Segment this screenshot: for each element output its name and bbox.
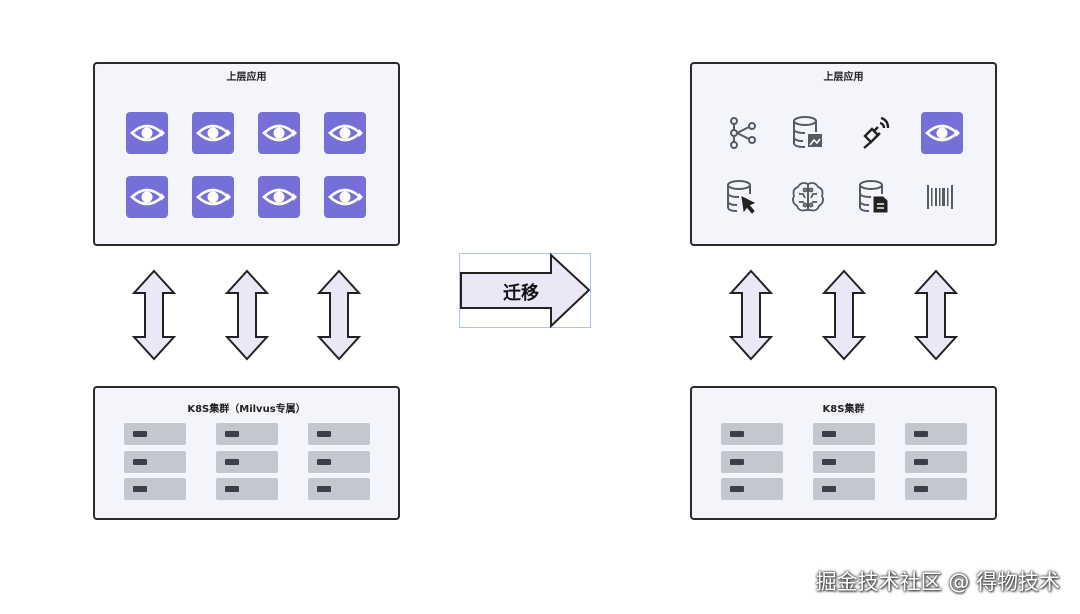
migration-label: 迁移 (503, 283, 539, 304)
left-bottom-panel-title: K8S集群（Milvus专属） (187, 404, 306, 415)
eye-icon (192, 176, 234, 218)
server-icon (308, 451, 370, 473)
eye-icon (258, 176, 300, 218)
watermark: 掘金技术社区 @ 得物技术 (815, 570, 1060, 594)
server-icon (124, 478, 186, 500)
server-icon (124, 423, 186, 445)
right-top-panel-title: 上层应用 (823, 72, 864, 83)
eye-icon (126, 176, 168, 218)
eye-icon (324, 112, 366, 154)
server-icon (721, 478, 783, 500)
right-top-panel: 上层应用 (690, 62, 997, 246)
left-top-panel-title: 上层应用 (226, 72, 267, 83)
server-icon (216, 451, 278, 473)
database-document-icon (853, 176, 895, 218)
double-arrow-icon (730, 270, 772, 360)
server-icon (813, 451, 875, 473)
server-icon (124, 451, 186, 473)
eye-icon (324, 176, 366, 218)
double-arrow-icon (915, 270, 957, 360)
server-icon (308, 478, 370, 500)
double-arrow-icon (823, 270, 865, 360)
eye-icon (192, 112, 234, 154)
server-icon (721, 423, 783, 445)
server-icon (813, 478, 875, 500)
server-icon (721, 451, 783, 473)
server-icon (905, 478, 967, 500)
double-arrow-icon (226, 270, 268, 360)
server-icon (216, 423, 278, 445)
plug-signal-icon (853, 112, 895, 154)
right-bottom-panel: K8S集群 (690, 386, 997, 520)
database-image-icon (787, 112, 829, 154)
eye-icon (921, 112, 963, 154)
server-icon (216, 478, 278, 500)
server-icon (905, 423, 967, 445)
eye-icon (258, 112, 300, 154)
left-top-panel: 上层应用 (93, 62, 400, 246)
migration-selection-box (459, 253, 591, 328)
migration-arrow-icon (460, 253, 591, 329)
double-arrow-icon (133, 270, 175, 360)
server-icon (308, 423, 370, 445)
network-nodes-icon (721, 112, 763, 154)
database-pointer-icon (721, 176, 763, 218)
right-bottom-panel-title: K8S集群 (822, 404, 865, 415)
left-bottom-panel: K8S集群（Milvus专属） (93, 386, 400, 520)
barcode-icon (919, 176, 961, 218)
server-icon (813, 423, 875, 445)
double-arrow-icon (318, 270, 360, 360)
brain-icon (787, 176, 829, 218)
eye-icon (126, 112, 168, 154)
server-icon (905, 451, 967, 473)
